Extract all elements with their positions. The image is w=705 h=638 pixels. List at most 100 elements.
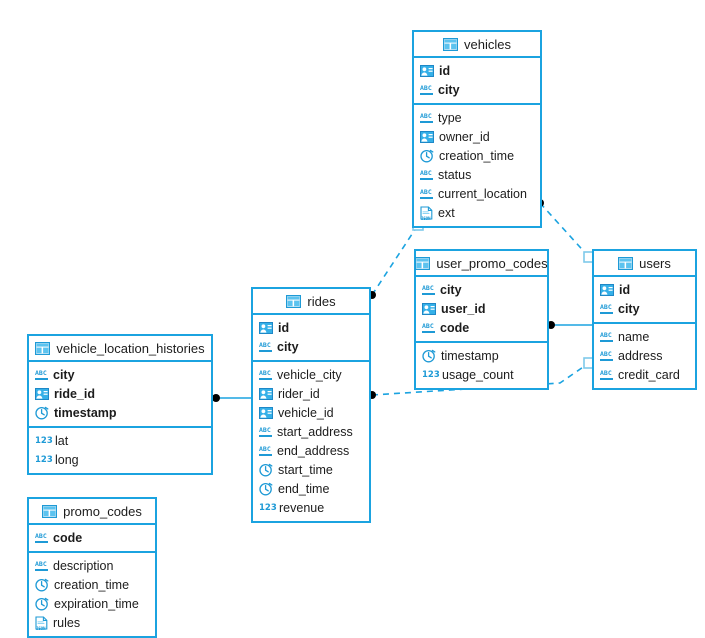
abc-string-icon: ABC (600, 369, 613, 380)
field-current_location[interactable]: ABC current_location (414, 184, 540, 203)
table-header-rides[interactable]: rides (253, 289, 369, 315)
id-card-icon (600, 283, 614, 296)
field-label: timestamp (441, 348, 499, 363)
field-label: ride_id (54, 386, 95, 401)
abc-string-icon: ABC (422, 322, 435, 333)
field-label: expiration_time (54, 596, 139, 611)
field-label: user_id (441, 301, 486, 316)
field-label: start_time (278, 462, 333, 477)
table-header-promo_codes[interactable]: promo_codes (29, 499, 155, 525)
field-label: creation_time (54, 577, 130, 592)
abc-string-icon: ABC (600, 303, 613, 314)
field-rider_id[interactable]: rider_id (253, 384, 369, 403)
field-id[interactable]: id (594, 280, 695, 299)
abc-string-icon: ABC (259, 341, 272, 352)
field-vehicle_id[interactable]: vehicle_id (253, 403, 369, 422)
table-header-vehicle_location_histories[interactable]: vehicle_location_histories (29, 336, 211, 362)
field-label: city (277, 339, 299, 354)
field-timestamp[interactable]: timestamp (29, 403, 211, 422)
field-ride_id[interactable]: ride_id (29, 384, 211, 403)
field-label: usage_count (442, 367, 514, 382)
id-card-icon (259, 406, 273, 419)
table-grid-icon (443, 37, 459, 51)
field-id[interactable]: id (414, 61, 540, 80)
field-label: code (53, 530, 83, 545)
field-creation_time[interactable]: creation_time (414, 146, 540, 165)
field-label: city (618, 301, 640, 316)
field-label: id (439, 63, 451, 78)
field-user_id[interactable]: user_id (416, 299, 547, 318)
field-city[interactable]: ABC city (253, 337, 369, 356)
field-label: description (53, 558, 114, 573)
field-city[interactable]: ABC city (594, 299, 695, 318)
field-label: type (438, 110, 462, 125)
table-header-users[interactable]: users (594, 251, 695, 277)
abc-string-icon: ABC (420, 188, 433, 199)
id-card-icon (259, 387, 273, 400)
field-label: rider_id (278, 386, 320, 401)
field-label: owner_id (439, 129, 490, 144)
field-expiration_time[interactable]: expiration_time (29, 594, 155, 613)
clock-icon (420, 149, 434, 163)
field-rules[interactable]: JSONrules (29, 613, 155, 632)
field-ext[interactable]: JSONext (414, 203, 540, 222)
field-label: city (440, 282, 462, 297)
field-label: address (618, 348, 663, 363)
field-creation_time[interactable]: creation_time (29, 575, 155, 594)
table-header-vehicles[interactable]: vehicles (414, 32, 540, 58)
123-number-icon: 123 (35, 435, 53, 446)
abc-string-icon: ABC (35, 369, 48, 380)
field-end_time[interactable]: end_time (253, 479, 369, 498)
table-grid-icon (42, 504, 58, 518)
id-card-icon (420, 64, 434, 77)
field-label: start_address (277, 424, 353, 439)
id-card-icon (35, 387, 49, 400)
abc-string-icon: ABC (600, 331, 613, 342)
field-timestamp[interactable]: timestamp (416, 346, 547, 365)
id-card-icon (422, 302, 436, 315)
field-label: current_location (438, 186, 527, 201)
abc-string-icon: ABC (259, 369, 272, 380)
field-label: ext (438, 205, 455, 220)
table-grid-icon (415, 256, 431, 270)
id-card-icon (259, 321, 273, 334)
field-start_time[interactable]: start_time (253, 460, 369, 479)
clock-icon (422, 349, 436, 363)
table-title: rides (307, 293, 336, 309)
rel-histories-to-rides (212, 394, 251, 402)
table-title: user_promo_codes (436, 255, 548, 271)
field-id[interactable]: id (253, 318, 369, 337)
field-owner_id[interactable]: owner_id (414, 127, 540, 146)
table-header-user_promo_codes[interactable]: user_promo_codes (415, 251, 548, 277)
